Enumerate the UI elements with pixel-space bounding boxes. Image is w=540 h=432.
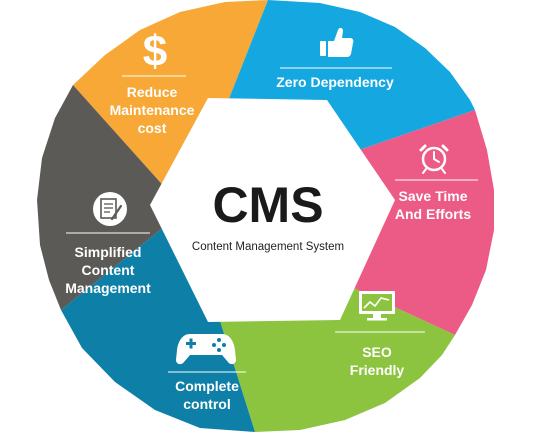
label-save-1: Save Time: [398, 188, 467, 204]
label-reduce-1: Reduce: [127, 84, 178, 100]
center-title: CMS: [212, 177, 323, 233]
center-subtitle: Content Management System: [192, 241, 344, 253]
center-hexagon: [150, 98, 395, 322]
label-simplified-2: Content: [82, 262, 135, 278]
label-seo-1: SEO: [362, 344, 392, 360]
gamepad-icon: [176, 334, 236, 365]
segment-control: [61, 210, 255, 432]
document-pen-icon: [93, 192, 127, 226]
alarm-clock-icon: [419, 144, 449, 174]
label-reduce-3: cost: [138, 120, 167, 136]
thumbs-up-icon: [320, 27, 354, 57]
label-seo-2: Friendly: [350, 362, 405, 378]
label-simplified-3: Management: [65, 280, 151, 296]
label-save-2: And Efforts: [395, 206, 471, 222]
label-zero: Zero Dependency: [276, 74, 394, 90]
label-reduce-2: Maintenance: [110, 102, 195, 118]
label-control-2: control: [183, 396, 230, 412]
svg-text:$: $: [143, 27, 167, 76]
label-simplified-1: Simplified: [75, 244, 142, 260]
dollar-icon: $: [143, 27, 167, 76]
monitor-chart-icon: [359, 291, 395, 321]
segment-reduce: [73, 0, 268, 210]
label-control-1: Complete: [175, 378, 239, 394]
